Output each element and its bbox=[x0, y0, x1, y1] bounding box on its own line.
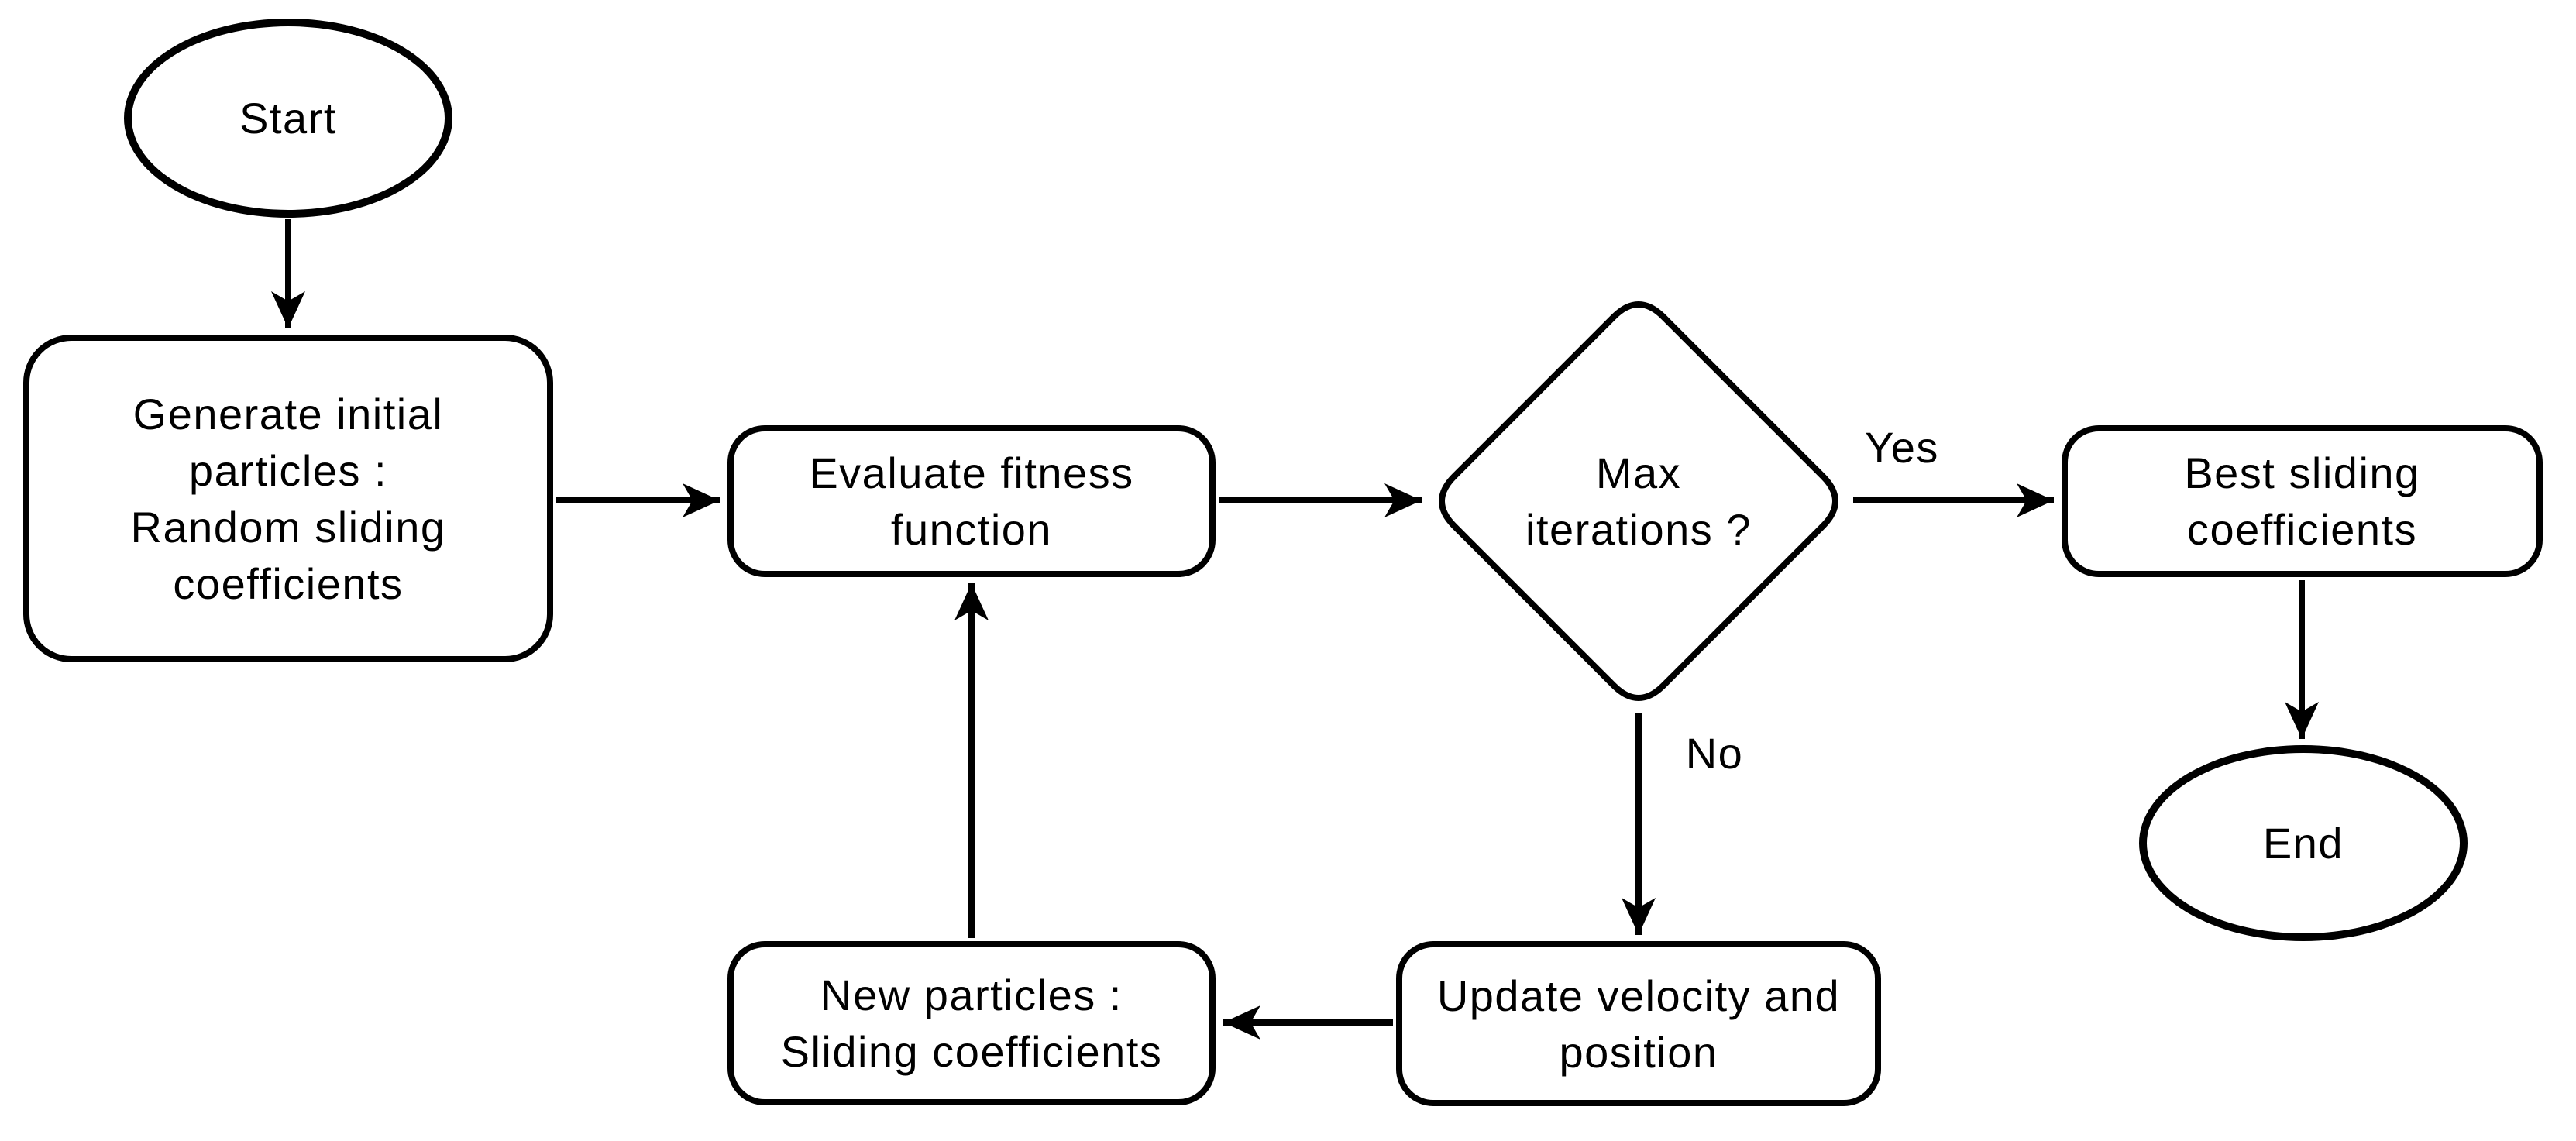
no-branch-label: No bbox=[1685, 729, 1744, 778]
start-node-label: Start bbox=[239, 94, 337, 143]
max-iterations-diamond-shape bbox=[1439, 301, 1838, 701]
yes-branch-label: Yes bbox=[1865, 423, 1939, 472]
generate-particles-node: Generate initial particles : Random slid… bbox=[23, 335, 553, 662]
evaluate-fitness-label: Evaluate fitness function bbox=[809, 448, 1134, 554]
new-particles-label: New particles : Sliding coefficients bbox=[780, 971, 1163, 1076]
end-node: End bbox=[2139, 745, 2468, 941]
end-node-label: End bbox=[2262, 819, 2344, 868]
best-coefficients-node: Best sliding coefficients bbox=[2062, 425, 2543, 577]
max-iterations-label: Max iterations ? bbox=[1525, 448, 1752, 554]
best-coefficients-label: Best sliding coefficients bbox=[2184, 448, 2420, 554]
update-velocity-node: Update velocity and position bbox=[1396, 941, 1881, 1106]
start-node: Start bbox=[124, 19, 452, 218]
generate-particles-label: Generate initial particles : Random slid… bbox=[130, 389, 446, 608]
update-velocity-label: Update velocity and position bbox=[1436, 971, 1841, 1077]
new-particles-node: New particles : Sliding coefficients bbox=[727, 941, 1216, 1105]
max-iterations-decision: Max iterations ? bbox=[1429, 292, 1848, 710]
evaluate-fitness-node: Evaluate fitness function bbox=[727, 425, 1216, 577]
